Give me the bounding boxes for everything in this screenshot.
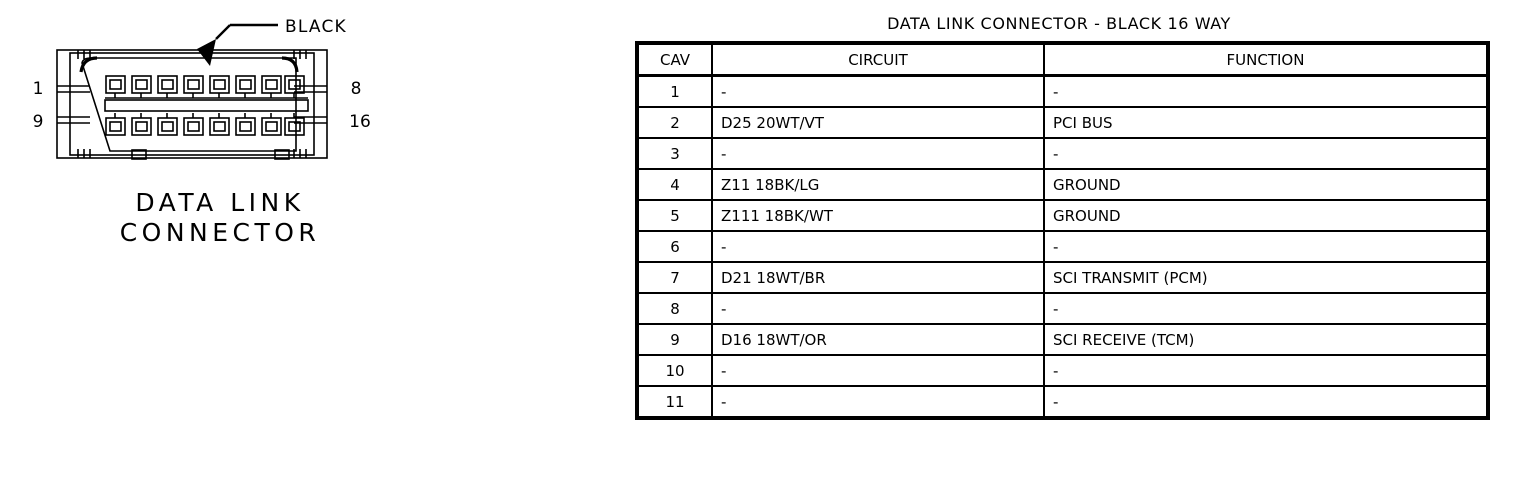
connector-caption-line-1: DATA LINK (135, 188, 305, 217)
cell-circuit: - (711, 385, 1045, 420)
column-header-function: FUNCTION (1043, 41, 1490, 77)
cell-circuit: D21 18WT/BR (711, 261, 1045, 294)
connector-caption-line-2: CONNECTOR (119, 218, 321, 247)
cell-cav: 2 (635, 106, 713, 139)
cell-cav: 6 (635, 230, 713, 263)
pin-label-9: 9 (33, 112, 44, 132)
cell-function: - (1043, 137, 1490, 170)
cell-cav: 8 (635, 292, 713, 325)
pin-label-8: 8 (351, 79, 362, 99)
cell-cav: 4 (635, 168, 713, 201)
connector-pin-row-top (105, 75, 305, 98)
pinout-table-header: CAV CIRCUIT FUNCTION (635, 41, 1490, 77)
cell-circuit: - (711, 354, 1045, 387)
cell-circuit: Z111 18BK/WT (711, 199, 1045, 232)
cell-function: GROUND (1043, 199, 1490, 232)
cell-cav: 11 (635, 385, 713, 420)
cell-circuit: - (711, 230, 1045, 263)
black-callout-leader (197, 23, 278, 66)
connector-key-lug-right (274, 149, 290, 160)
connector-cavity-outline (81, 57, 297, 152)
connector-caption: DATA LINK CONNECTOR (0, 188, 440, 248)
cell-circuit: - (711, 137, 1045, 170)
table-row: 8-- (635, 292, 1490, 325)
connector-key-lug-left (131, 149, 147, 160)
cell-circuit: D16 18WT/OR (711, 323, 1045, 356)
pinout-table-title: DATA LINK CONNECTOR - BLACK 16 WAY (887, 14, 1231, 33)
cell-cav: 10 (635, 354, 713, 387)
connector-housing (56, 49, 328, 160)
cell-function: SCI TRANSMIT (PCM) (1043, 261, 1490, 294)
table-row: 1-- (635, 74, 1490, 108)
connector-illustration-panel: BLACK 1 9 8 16 (0, 0, 620, 478)
connector-pin-row-bottom (105, 113, 305, 136)
table-row: 10-- (635, 354, 1490, 387)
pinout-table-panel: DATA LINK CONNECTOR - BLACK 16 WAY CAV C… (635, 14, 1490, 420)
cell-function: - (1043, 385, 1490, 420)
cell-circuit: D25 20WT/VT (711, 106, 1045, 139)
pin-label-16: 16 (349, 112, 371, 132)
cell-circuit: Z11 18BK/LG (711, 168, 1045, 201)
column-header-circuit: CIRCUIT (711, 41, 1045, 77)
table-row: 11-- (635, 385, 1490, 420)
cell-cav: 5 (635, 199, 713, 232)
cell-circuit: - (711, 292, 1045, 325)
cell-cav: 7 (635, 261, 713, 294)
connector-center-divider (104, 97, 309, 112)
cell-function: - (1043, 292, 1490, 325)
connector-shoulder-right (281, 56, 299, 73)
column-header-cav: CAV (635, 41, 713, 77)
connector-shoulder-left (79, 56, 98, 73)
cell-circuit: - (711, 74, 1045, 108)
cell-cav: 3 (635, 137, 713, 170)
cell-function: - (1043, 230, 1490, 263)
connector-inner-shell (69, 52, 315, 156)
table-row: 6-- (635, 230, 1490, 263)
cell-cav: 1 (635, 74, 713, 108)
data-link-connector-drawing: BLACK 1 9 8 16 (33, 17, 371, 160)
cell-function: - (1043, 74, 1490, 108)
cell-function: PCI BUS (1043, 106, 1490, 139)
cell-function: GROUND (1043, 168, 1490, 201)
table-row: 3-- (635, 137, 1490, 170)
connector-outer-shell (56, 49, 328, 159)
cell-function: SCI RECEIVE (TCM) (1043, 323, 1490, 356)
table-header-row: CAV CIRCUIT FUNCTION (635, 41, 1490, 77)
black-callout-label: BLACK (285, 17, 347, 37)
cell-cav: 9 (635, 323, 713, 356)
pin-label-1: 1 (33, 79, 44, 99)
cell-function: - (1043, 354, 1490, 387)
